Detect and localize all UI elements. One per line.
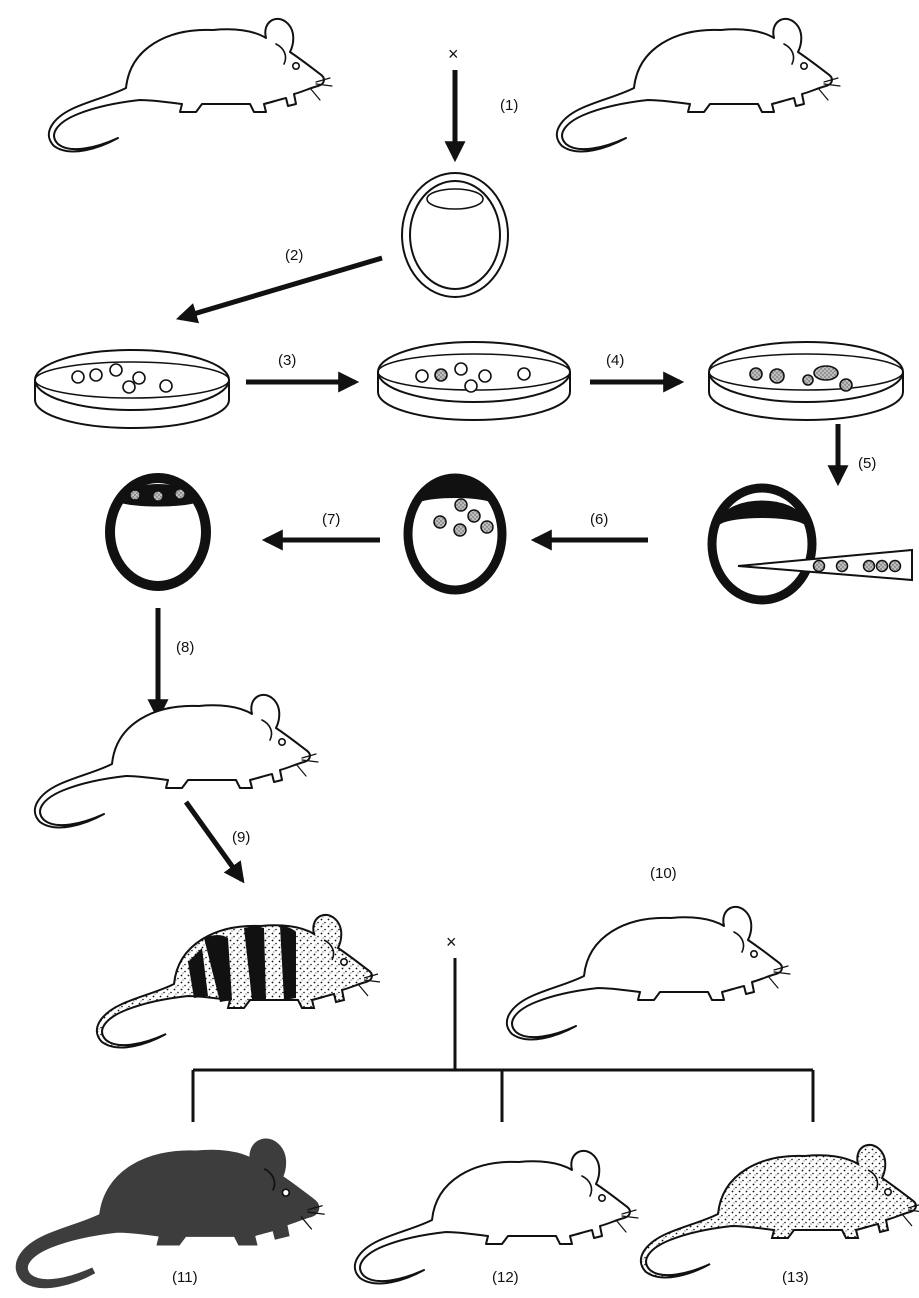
blastocyst-chimeric [110, 478, 206, 586]
label-step-7: (7) [322, 511, 340, 528]
label-step-3: (3) [278, 352, 296, 369]
cross-symbol-top: × [448, 44, 459, 64]
label-step-5: (5) [858, 455, 876, 472]
label-step-13: (13) [782, 1269, 809, 1286]
parent-mouse-left [49, 19, 332, 152]
label-step-6: (6) [590, 511, 608, 528]
label-step-1: (1) [500, 97, 518, 114]
blastocyst-injected [408, 478, 502, 590]
offspring-white-mouse [355, 1151, 638, 1284]
blastocyst-injection [712, 488, 812, 600]
petri-dish-1 [35, 350, 229, 428]
label-step-10: (10) [650, 865, 677, 882]
offspring-speckled-mouse [641, 1145, 919, 1278]
label-step-2: (2) [285, 247, 303, 264]
cross-symbol-bottom: × [446, 932, 457, 952]
white-mate-mouse [507, 907, 790, 1040]
label-step-8: (8) [176, 639, 194, 656]
label-step-4: (4) [606, 352, 624, 369]
surrogate-mouse [35, 695, 318, 828]
label-step-12: (12) [492, 1269, 519, 1286]
chimeric-mouse [97, 915, 380, 1048]
blastocyst-donor [402, 173, 508, 297]
arrow-step-2 [180, 258, 382, 318]
offspring-dark-mouse [19, 1142, 325, 1285]
petri-dish-2 [378, 342, 570, 420]
label-step-11: (11) [172, 1269, 198, 1286]
label-step-9: (9) [232, 829, 250, 846]
parent-mouse-right [557, 19, 840, 152]
petri-dish-3 [709, 342, 903, 420]
